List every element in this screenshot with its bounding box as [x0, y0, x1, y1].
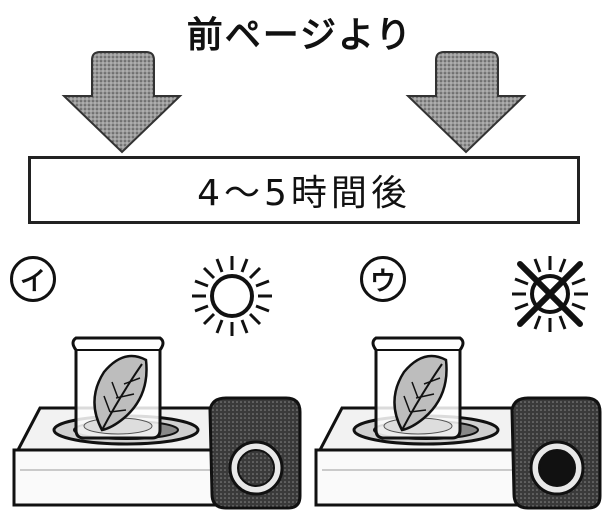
page-title: 前ページより: [186, 15, 414, 56]
leaf-icon: [393, 354, 448, 432]
stove-with-beaker-right: [314, 336, 602, 510]
down-arrow-icon: [61, 51, 183, 154]
stove-with-beaker-left: [12, 336, 302, 510]
sun-icon: [192, 256, 272, 336]
panel-label-u: ウ: [360, 256, 406, 302]
time-elapsed-box: 4～5時間後: [28, 156, 580, 224]
leaf-icon: [93, 354, 148, 432]
down-arrow-icon: [405, 51, 527, 154]
panel-label-i: イ: [10, 256, 56, 302]
crossed-sun-icon: [512, 256, 588, 332]
time-elapsed-label: 4～5時間後: [197, 173, 411, 214]
